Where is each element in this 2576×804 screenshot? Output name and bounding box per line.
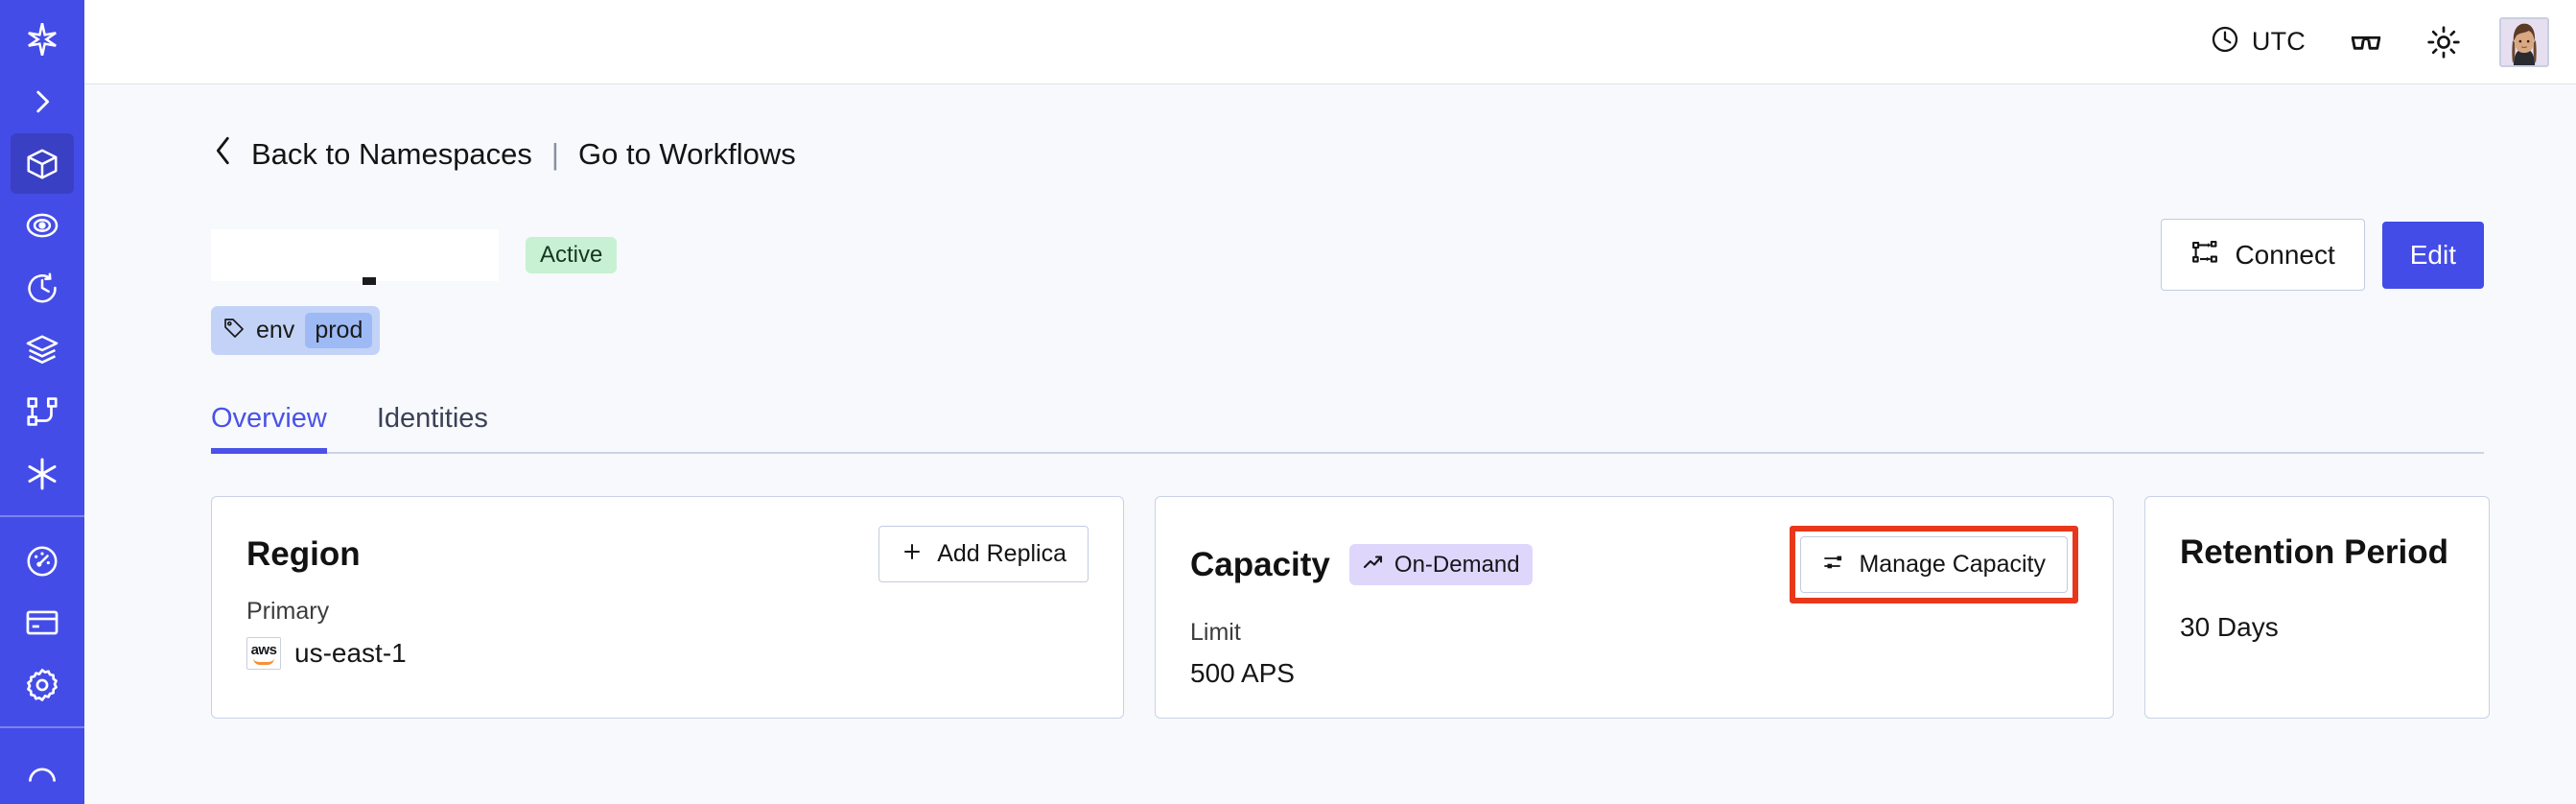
card-region: Region Add Replica [211, 496, 1124, 719]
chevron-left-icon [211, 134, 236, 175]
plus-icon [901, 540, 924, 568]
card-retention-title: Retention Period [2180, 533, 2449, 571]
sidebar-item-workflows[interactable] [11, 382, 74, 442]
sun-icon[interactable] [2405, 15, 2482, 69]
temporal-logo-icon[interactable] [11, 10, 74, 70]
edit-button[interactable]: Edit [2381, 221, 2484, 289]
connect-flow-icon [2190, 238, 2219, 272]
card-region-sublabel: Primary [246, 598, 330, 625]
tag-icon [222, 317, 246, 344]
capacity-mode-label: On-Demand [1393, 551, 1520, 578]
sidebar-item-billing[interactable] [11, 593, 74, 653]
tab-overview[interactable]: Overview [211, 403, 352, 454]
page-title [211, 228, 499, 285]
aws-logo: aws [246, 637, 281, 670]
card-capacity-sublabel: Limit [1190, 619, 1241, 646]
go-to-workflows-link[interactable]: Go to Workflows [577, 137, 796, 171]
back-to-namespaces-link[interactable]: Back to Namespaces [211, 134, 532, 175]
sidebar [0, 0, 84, 804]
back-label: Back to Namespaces [251, 137, 532, 171]
card-capacity-title: Capacity [1190, 545, 1330, 583]
sidebar-item-batch[interactable] [11, 319, 74, 380]
main-area: UTC [84, 0, 2576, 804]
sliders-icon [1822, 551, 1845, 579]
tag-chip-env[interactable]: env prod [211, 306, 381, 355]
card-capacity-header: Capacity On-Demand [1190, 526, 2078, 603]
card-region-title: Region [246, 534, 361, 573]
card-region-header: Region Add Replica [246, 526, 1089, 582]
sidebar-item-nexus[interactable] [11, 444, 74, 505]
tag-key: env [256, 317, 295, 343]
glasses-icon[interactable] [2327, 15, 2405, 69]
sidebar-expand-button[interactable] [11, 72, 74, 132]
card-capacity: Capacity On-Demand [1155, 496, 2114, 719]
card-region-value: us-east-1 [294, 638, 407, 668]
add-replica-button[interactable]: Add Replica [878, 526, 1089, 582]
card-region-value-row: aws us-east-1 [246, 637, 1089, 670]
tag-value: prod [305, 313, 373, 348]
annotation-highlight: Manage Capacity [1790, 526, 2078, 603]
breadcrumb-separator: | [550, 137, 559, 171]
capacity-mode-badge: On-Demand [1348, 544, 1533, 585]
sidebar-item-namespaces[interactable] [11, 133, 74, 195]
overview-cards: Region Add Replica [211, 496, 2490, 719]
sidebar-divider-2 [0, 726, 84, 729]
page-content: Back to Namespaces | Go to Workflows Act… [84, 84, 2576, 804]
namespace-title-row: Active [211, 219, 2484, 291]
sidebar-item-settings[interactable] [11, 655, 74, 716]
add-replica-label: Add Replica [937, 540, 1066, 567]
sidebar-divider-1 [0, 515, 84, 518]
connect-button[interactable]: Connect [2161, 219, 2365, 291]
card-capacity-value: 500 APS [1190, 658, 1295, 688]
clock-icon [2210, 24, 2240, 59]
namespace-tags: env prod [211, 306, 2484, 355]
card-capacity-action: Manage Capacity [1790, 526, 2078, 603]
trending-up-icon [1362, 551, 1385, 579]
card-region-action: Add Replica [878, 526, 1089, 582]
breadcrumb: Back to Namespaces | Go to Workflows [211, 134, 2484, 175]
connect-label: Connect [2235, 239, 2335, 270]
sidebar-item-observability[interactable] [11, 196, 74, 256]
card-retention: Retention Period 30 Days [2144, 496, 2490, 719]
card-retention-header: Retention Period [2180, 526, 2454, 579]
status-badge: Active [526, 236, 618, 273]
avatar[interactable] [2499, 16, 2549, 67]
topbar: UTC [84, 0, 2576, 84]
sidebar-item-schedules[interactable] [11, 258, 74, 319]
namespace-actions: Connect Edit [2161, 219, 2484, 291]
manage-capacity-label: Manage Capacity [1859, 551, 2046, 578]
manage-capacity-button[interactable]: Manage Capacity [1800, 536, 2068, 593]
tab-identities[interactable]: Identities [376, 403, 488, 434]
timezone-selector[interactable]: UTC [2189, 15, 2327, 69]
timezone-label: UTC [2251, 27, 2306, 56]
sidebar-item-help[interactable] [11, 742, 74, 802]
sidebar-item-usage[interactable] [11, 531, 74, 591]
tab-bar: Overview Identities [211, 403, 2484, 454]
card-retention-value: 30 Days [2180, 612, 2279, 642]
